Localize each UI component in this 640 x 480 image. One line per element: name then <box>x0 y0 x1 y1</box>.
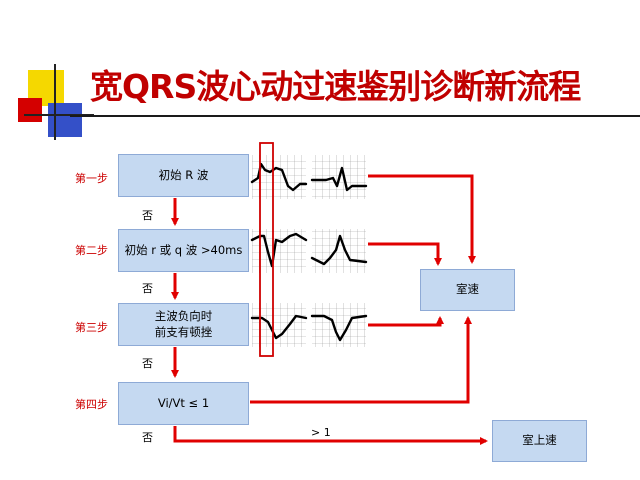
step-label-4: 第四步 <box>75 398 108 411</box>
no-label-1: 否 <box>142 209 153 222</box>
condition-gt1-label: > 1 <box>311 426 331 439</box>
ecg-trace-2b <box>310 234 368 266</box>
highlight-rectangle <box>259 142 274 357</box>
step-box-3: 主波负向时 前支有顿挫 <box>118 303 249 346</box>
logo-blue-square <box>48 103 82 137</box>
step-label-2: 第二步 <box>75 244 108 257</box>
ecg-trace-3b <box>310 314 368 342</box>
page-title: 宽QRS波心动过速鉴别诊断新流程 <box>90 67 581 106</box>
logo-vline <box>54 64 56 140</box>
arrow-step4-to-vt <box>250 316 472 404</box>
arrow-step2-to-vt <box>368 242 442 266</box>
arrow-step4-to-svt <box>173 426 488 445</box>
arrow-step3-to-vt <box>368 316 444 327</box>
ecg-trace-2a <box>250 232 308 268</box>
outcome-vt-box: 室速 <box>420 269 515 311</box>
logo-hline <box>24 114 94 116</box>
title-divider <box>70 115 640 117</box>
step-label-3: 第三步 <box>75 321 108 334</box>
no-label-2: 否 <box>142 282 153 295</box>
step-label-1: 第一步 <box>75 172 108 185</box>
step-box-2: 初始 r 或 q 波 >40ms <box>118 229 249 272</box>
step-box-4: Vi/Vt ≤ 1 <box>118 382 249 425</box>
no-label-3: 否 <box>142 357 153 370</box>
ecg-grid-panels <box>252 155 366 347</box>
ecg-trace-1b <box>310 166 368 192</box>
no-label-4: 否 <box>142 431 153 444</box>
ecg-trace-3a <box>250 314 308 340</box>
arrow-step1-to-vt <box>368 174 476 264</box>
outcome-svt-box: 室上速 <box>492 420 587 462</box>
logo-red-square <box>18 98 42 122</box>
step-box-1: 初始 R 波 <box>118 154 249 197</box>
